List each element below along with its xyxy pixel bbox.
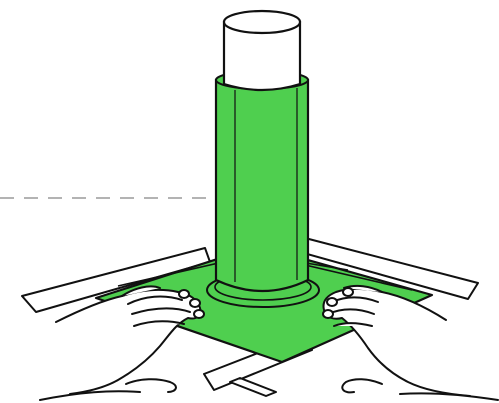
white-pipe-top-rim bbox=[224, 11, 300, 33]
right-hand bbox=[323, 286, 498, 400]
green-pipe-sleeve bbox=[216, 80, 308, 291]
tape-strip-bottom-end bbox=[230, 378, 276, 396]
